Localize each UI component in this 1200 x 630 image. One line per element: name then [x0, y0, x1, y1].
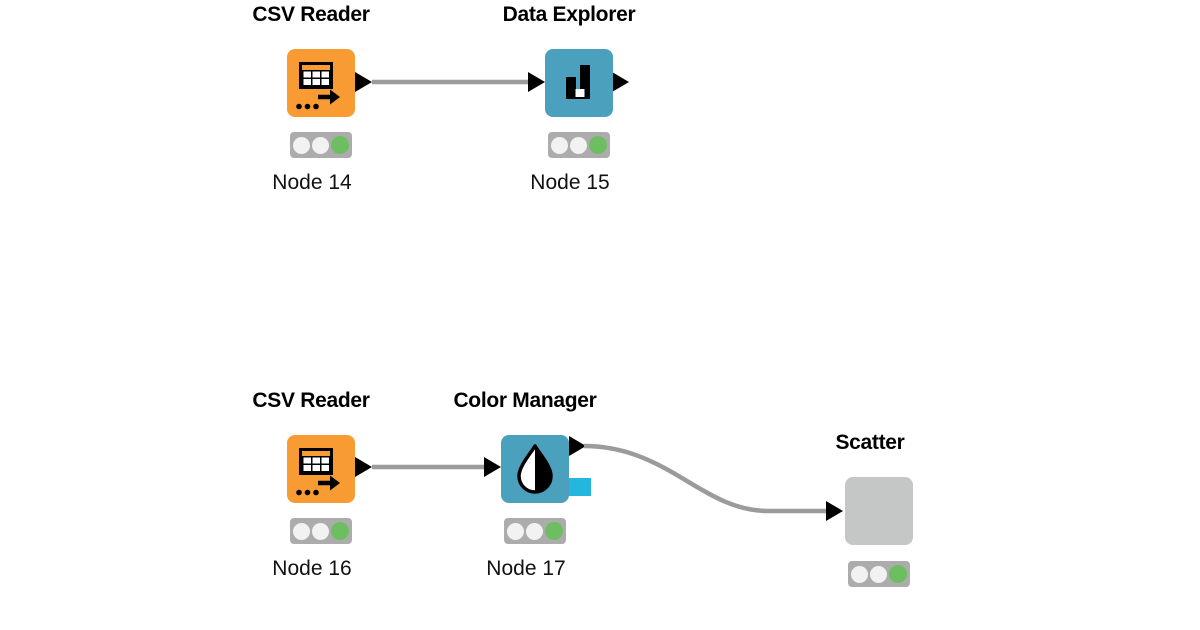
status-green-light — [331, 136, 349, 154]
scatter-status-traffic-light — [848, 561, 910, 587]
status-yellow-light — [870, 565, 887, 583]
status-red-light — [293, 522, 310, 540]
node-title-color-manager: Color Manager — [453, 389, 597, 412]
node17-output-port[interactable] — [569, 436, 586, 456]
node14-status-traffic-light — [290, 132, 352, 158]
table-export-icon — [296, 448, 340, 496]
status-red-light — [293, 136, 310, 154]
status-yellow-light — [526, 522, 543, 540]
node-scatter[interactable] — [845, 477, 913, 545]
node17-color-model-port[interactable] — [569, 478, 591, 496]
status-green-light — [889, 565, 907, 583]
node-data-explorer[interactable] — [545, 49, 613, 117]
node16-output-port[interactable] — [355, 457, 372, 477]
node-label: Node 14 — [272, 171, 352, 194]
node15-output-port[interactable] — [612, 72, 629, 92]
scatter-input-port[interactable] — [826, 501, 843, 521]
status-red-light — [507, 522, 524, 540]
status-yellow-light — [312, 136, 329, 154]
status-red-light — [851, 565, 868, 583]
node-label: Node 15 — [530, 171, 610, 194]
node15-input-port[interactable] — [528, 72, 545, 92]
status-red-light — [551, 136, 568, 154]
node15-status-traffic-light — [548, 132, 610, 158]
node-csv-reader-14[interactable] — [287, 49, 355, 117]
node-color-manager[interactable] — [501, 435, 569, 503]
status-green-light — [331, 522, 349, 540]
table-export-icon — [296, 62, 340, 110]
histogram-explorer-icon — [566, 65, 590, 99]
status-green-light — [589, 136, 607, 154]
node17-status-traffic-light — [504, 518, 566, 544]
node17-input-port[interactable] — [484, 457, 501, 477]
node-csv-reader-16[interactable] — [287, 435, 355, 503]
color-droplet-icon — [517, 444, 553, 494]
node-title-scatter: Scatter — [835, 431, 905, 454]
node16-status-traffic-light — [290, 518, 352, 544]
status-yellow-light — [570, 136, 587, 154]
status-green-light — [545, 522, 563, 540]
connection-node17-scatter[interactable] — [583, 443, 827, 514]
node-title-data-explorer: Data Explorer — [502, 3, 636, 26]
node14-output-port[interactable] — [355, 72, 372, 92]
node-title-csv-reader-14: CSV Reader — [252, 3, 370, 26]
node-title-csv-reader-16: CSV Reader — [252, 389, 370, 412]
status-yellow-light — [312, 522, 329, 540]
node-label: Node 17 — [486, 557, 566, 580]
node-label: Node 16 — [272, 557, 352, 580]
